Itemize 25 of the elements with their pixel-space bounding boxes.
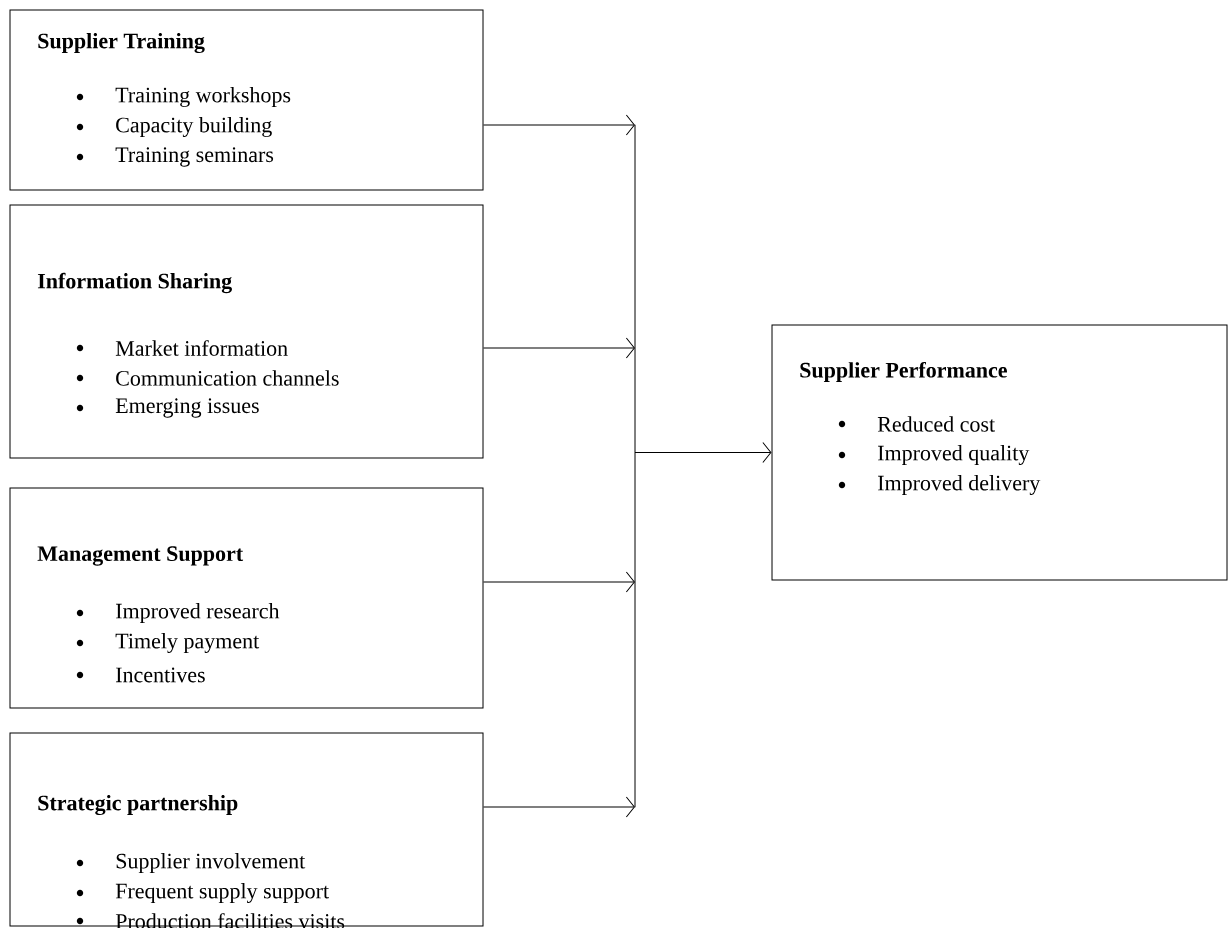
bullet-item: Emerging issues bbox=[76, 398, 259, 418]
box-heading: Management Support bbox=[37, 546, 244, 566]
bullet-item: Market information bbox=[76, 340, 288, 356]
box-heading: Information Sharing bbox=[37, 272, 232, 294]
bullet-item: Communication channels bbox=[76, 370, 339, 386]
bullet-item: Improved quality bbox=[838, 445, 1030, 465]
arrow bbox=[483, 114, 635, 136]
arrow bbox=[483, 796, 635, 818]
box-heading: Strategic partnership bbox=[38, 794, 238, 816]
bullet-item: Capacity building bbox=[76, 117, 272, 137]
bullet-item: Production facilities visits bbox=[76, 913, 345, 928]
arrow bbox=[483, 571, 635, 593]
box-heading: Supplier Performance bbox=[800, 361, 1007, 383]
bullet-item: Training seminars bbox=[76, 147, 274, 167]
bullet-item: Incentives bbox=[76, 667, 205, 683]
arrow bbox=[483, 337, 635, 359]
bullet-item: Timely payment bbox=[76, 633, 260, 653]
bullet-item: Training workshops bbox=[76, 87, 291, 107]
bullet-item: Frequent supply support bbox=[76, 883, 329, 903]
bullet-item: Improved research bbox=[76, 603, 280, 623]
box-heading: Supplier Training bbox=[38, 32, 205, 54]
bullet-item: Reduced cost bbox=[838, 416, 995, 432]
bullet-item: Improved delivery bbox=[838, 475, 1041, 495]
bullet-item: Supplier involvement bbox=[76, 853, 306, 873]
arrow bbox=[634, 442, 772, 463]
